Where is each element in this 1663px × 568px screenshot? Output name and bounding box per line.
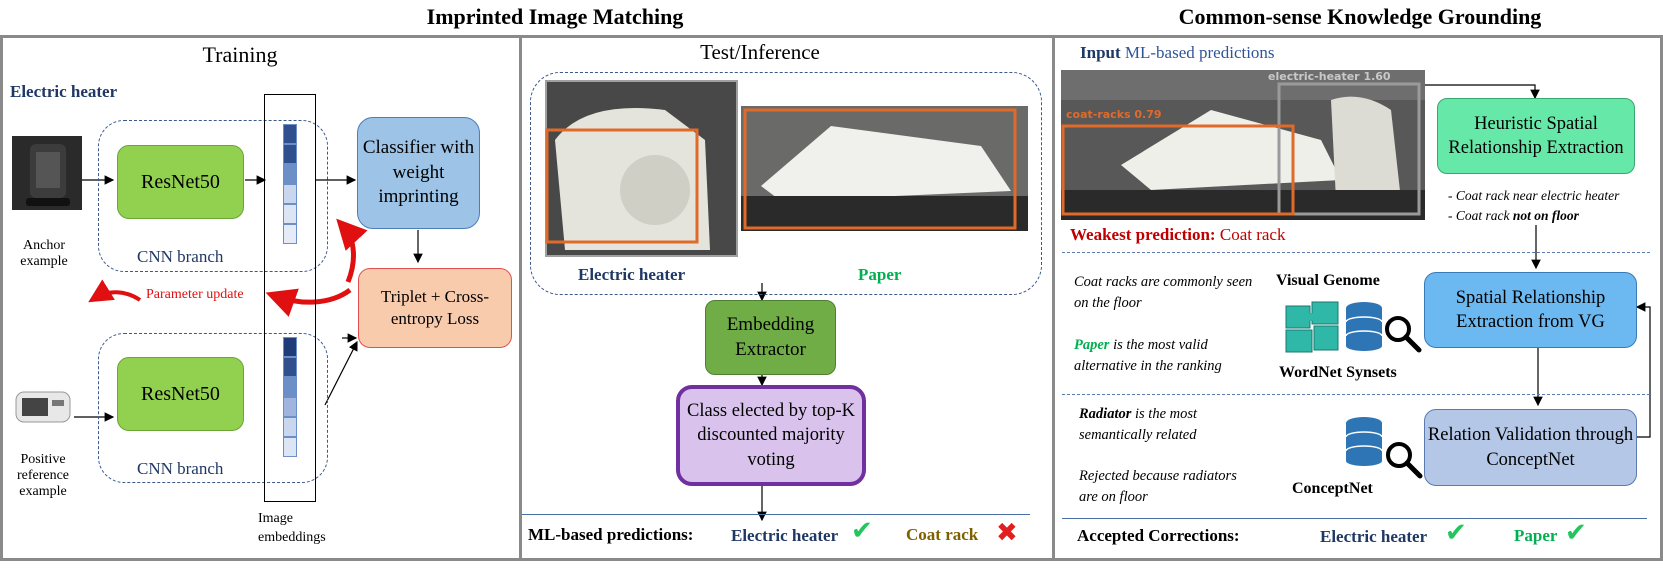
note-radiator: Radiator is the most semantically relate… (1079, 404, 1259, 446)
training-class-label: Electric heater (10, 82, 118, 101)
heuristic-note-2: - Coat rack not on floor (1448, 206, 1579, 226)
image-embeddings-label: Image embeddings (258, 511, 326, 545)
accepted-check-icon-2: ✔ (1565, 518, 1587, 547)
prediction-electric-heater: Electric heater (731, 526, 839, 545)
training-title: Training (202, 42, 278, 67)
embedding-cell (283, 144, 297, 164)
loss-box: Triplet + Cross-entropy Loss (358, 268, 512, 348)
cnn-branch-bottom (98, 333, 328, 483)
embedding-cell (283, 224, 297, 244)
positive-image (12, 382, 74, 432)
accepted-corrections-label: Accepted Corrections: (1077, 526, 1240, 545)
test-paper-label: Paper (858, 265, 902, 284)
cross-icon: ✖ (996, 518, 1018, 547)
prediction-coat-rack: Coat rack (906, 525, 979, 544)
heuristic-spatial-box: Heuristic Spatial Relationship Extractio… (1437, 98, 1635, 174)
positive-example-label: Positive reference example (16, 452, 70, 499)
embedding-vector-top (283, 124, 297, 244)
conceptnet-magnifier-icon (1384, 440, 1424, 485)
anchor-image (12, 136, 82, 210)
accepted-electric-heater: Electric heater (1320, 527, 1428, 546)
embedding-extractor-box: Embedding Extractor (705, 300, 836, 375)
cnn-branch-bottom-label: CNN branch (137, 459, 224, 478)
embedding-vector-bottom (283, 337, 297, 457)
conceptnet-label: ConceptNet (1292, 480, 1373, 497)
embedding-cell (283, 337, 297, 357)
grounding-panel (1052, 35, 1663, 561)
accepted-check-icon-1: ✔ (1445, 518, 1467, 547)
cnn-branch-top (98, 120, 328, 272)
input-bold: Input (1080, 43, 1121, 62)
note-rejected: Rejected because radiators are on floor (1079, 468, 1237, 506)
test-divider (522, 514, 1030, 515)
input-scene-image (1061, 70, 1425, 220)
input-label: Input ML-based predictions (1080, 43, 1275, 63)
heater-crop-image (545, 80, 738, 257)
note-coat-racks: Coat racks are commonly seen on the floo… (1074, 274, 1253, 312)
visual-genome-label: Visual Genome (1276, 272, 1380, 289)
paper-crop-image (741, 106, 1028, 231)
ml-predictions-label: ML-based predictions: (528, 525, 694, 544)
embedding-cell (283, 397, 297, 417)
cnn-branch-top-label: CNN branch (137, 247, 224, 266)
heuristic-note-2-a: - Coat rack (1448, 208, 1513, 223)
resnet50-top: ResNet50 (117, 145, 244, 219)
weakest-rest: Coat rack (1219, 225, 1286, 244)
note-paper: Paper is the most valid alternative in t… (1074, 335, 1264, 377)
grounding-divider-1 (1062, 252, 1650, 253)
test-title: Test/Inference (700, 40, 820, 64)
classifier-box: Classifier with weight imprinting (357, 117, 480, 229)
puzzle-icon (1284, 300, 1342, 359)
weakest-bold: Weakest prediction: (1070, 225, 1216, 244)
embedding-cell (283, 184, 297, 204)
bbox-label-heater: electric-heater 1.60 (1268, 70, 1391, 83)
weakest-prediction: Weakest prediction: Coat rack (1070, 225, 1285, 245)
accepted-paper: Paper (1514, 526, 1558, 545)
embeddings-frame (264, 94, 316, 502)
heuristic-note-2-b: not on floor (1512, 208, 1579, 223)
test-heater-label: Electric heater (578, 265, 686, 284)
resnet50-bottom: ResNet50 (117, 357, 244, 431)
embedding-cell (283, 437, 297, 457)
spatial-vg-box: Spatial Relationship Extraction from VG (1424, 272, 1637, 348)
embedding-cell (283, 204, 297, 224)
database-icon (1343, 300, 1385, 357)
majority-voting-box: Class elected by top-K discounted majori… (676, 385, 866, 486)
heuristic-note-1: - Coat rack near electric heater (1448, 188, 1620, 203)
embedding-cell (283, 417, 297, 437)
parameter-update-label: Parameter update (146, 287, 244, 302)
note-radiator-bold: Radiator (1079, 406, 1132, 422)
grounding-divider-3 (1062, 518, 1647, 519)
check-icon: ✔ (851, 516, 873, 545)
embedding-cell (283, 357, 297, 377)
bbox-label-coat: coat-racks 0.79 (1066, 108, 1162, 121)
relation-validation-box: Relation Validation through ConceptNet (1424, 409, 1637, 486)
grounding-divider-2 (1062, 394, 1650, 395)
embedding-cell (283, 164, 297, 184)
note-paper-rest: is the most valid alternative in the ran… (1074, 337, 1222, 375)
note-paper-bold: Paper (1074, 337, 1110, 353)
conceptnet-database-icon (1343, 415, 1385, 472)
heading-imprinted-matching: Imprinted Image Matching (426, 4, 684, 29)
anchor-example-label: Anchor example (20, 238, 68, 269)
embedding-cell (283, 377, 297, 397)
wordnet-label: WordNet Synsets (1279, 364, 1397, 381)
heading-knowledge-grounding: Common-sense Knowledge Grounding (1178, 4, 1542, 29)
note-radiator-rest: is the most semantically related (1079, 406, 1198, 444)
magnifier-icon (1383, 314, 1423, 359)
input-rest: ML-based predictions (1124, 43, 1275, 62)
test-image-group (530, 72, 1042, 295)
embedding-cell (283, 124, 297, 144)
